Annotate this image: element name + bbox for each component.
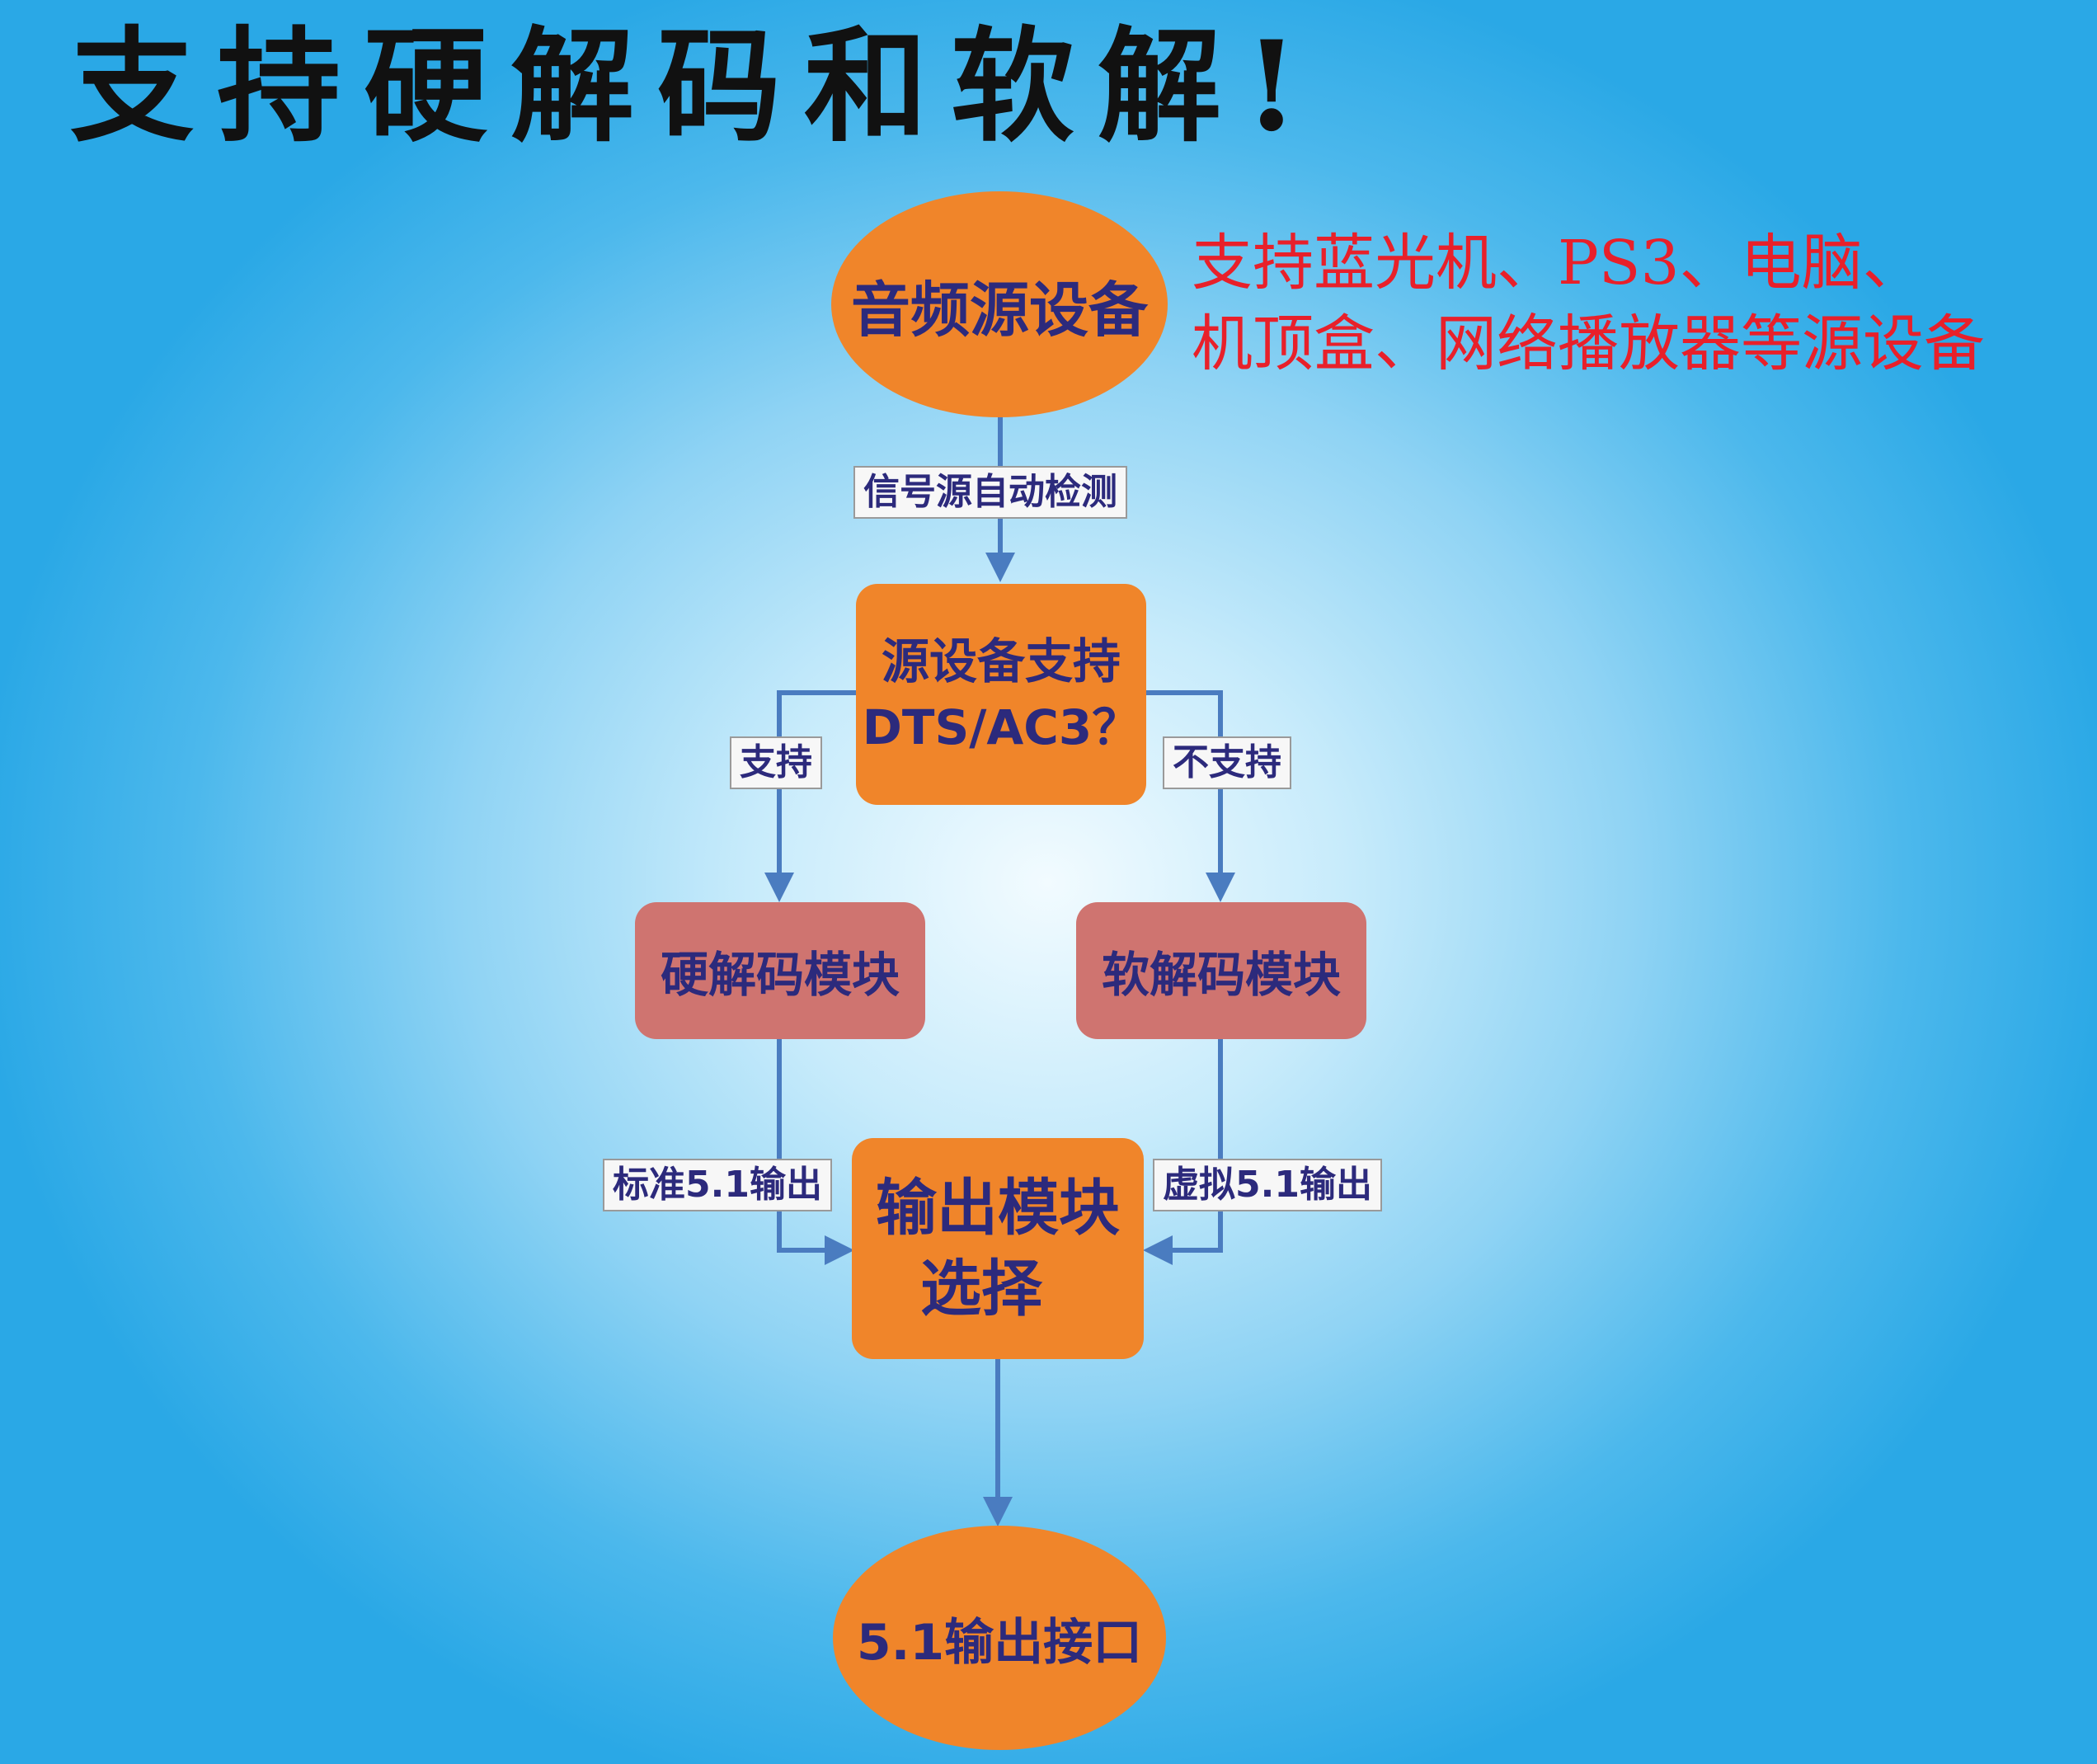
audio-source-label: 音频源设备 <box>850 275 1148 345</box>
output-port-label: 5.1输出接口 <box>856 1613 1143 1672</box>
note-line-2: 机顶盒、网络播放器等源设备 <box>1192 308 1985 379</box>
soft-decode-label: 软解码模块 <box>1101 947 1341 1003</box>
output-port-node: 5.1输出接口 <box>833 1526 1166 1750</box>
output-select-line-1: 输出模块 <box>876 1173 1120 1244</box>
auto-detect-label: 信号源自动检测 <box>853 466 1127 519</box>
connector-check-to-hard <box>764 690 858 902</box>
connector-soft-to-select <box>1143 1037 1223 1265</box>
page-title: 支持硬解码和软解! <box>70 14 1322 159</box>
hard-decode-node: 硬解码模块 <box>635 902 925 1039</box>
output-select-node: 输出模块 选择 <box>852 1138 1144 1359</box>
format-check-line-2: DTS/AC3？ <box>862 699 1140 755</box>
virtual-output-label: 虚拟5.1输出 <box>1153 1159 1382 1211</box>
output-select-line-2: 选择 <box>920 1254 1042 1324</box>
hard-decode-label: 硬解码模块 <box>660 947 900 1003</box>
standard-output-label: 标准5.1输出 <box>603 1159 832 1211</box>
connector-check-to-soft <box>1145 690 1235 902</box>
supported-label: 支持 <box>730 736 822 789</box>
supported-devices-note: 支持蓝光机、PS3、电脑、 机顶盒、网络播放器等源设备 <box>1192 223 1985 384</box>
note-line-1: 支持蓝光机、PS3、电脑、 <box>1192 228 1924 299</box>
audio-source-node: 音频源设备 <box>831 191 1168 417</box>
format-check-node: 源设备支持 DTS/AC3？ <box>856 584 1146 805</box>
soft-decode-node: 软解码模块 <box>1076 902 1366 1039</box>
format-check-line-1: 源设备支持 <box>881 633 1121 689</box>
connector-hard-to-select <box>777 1037 854 1265</box>
not-supported-label: 不支持 <box>1163 736 1291 789</box>
